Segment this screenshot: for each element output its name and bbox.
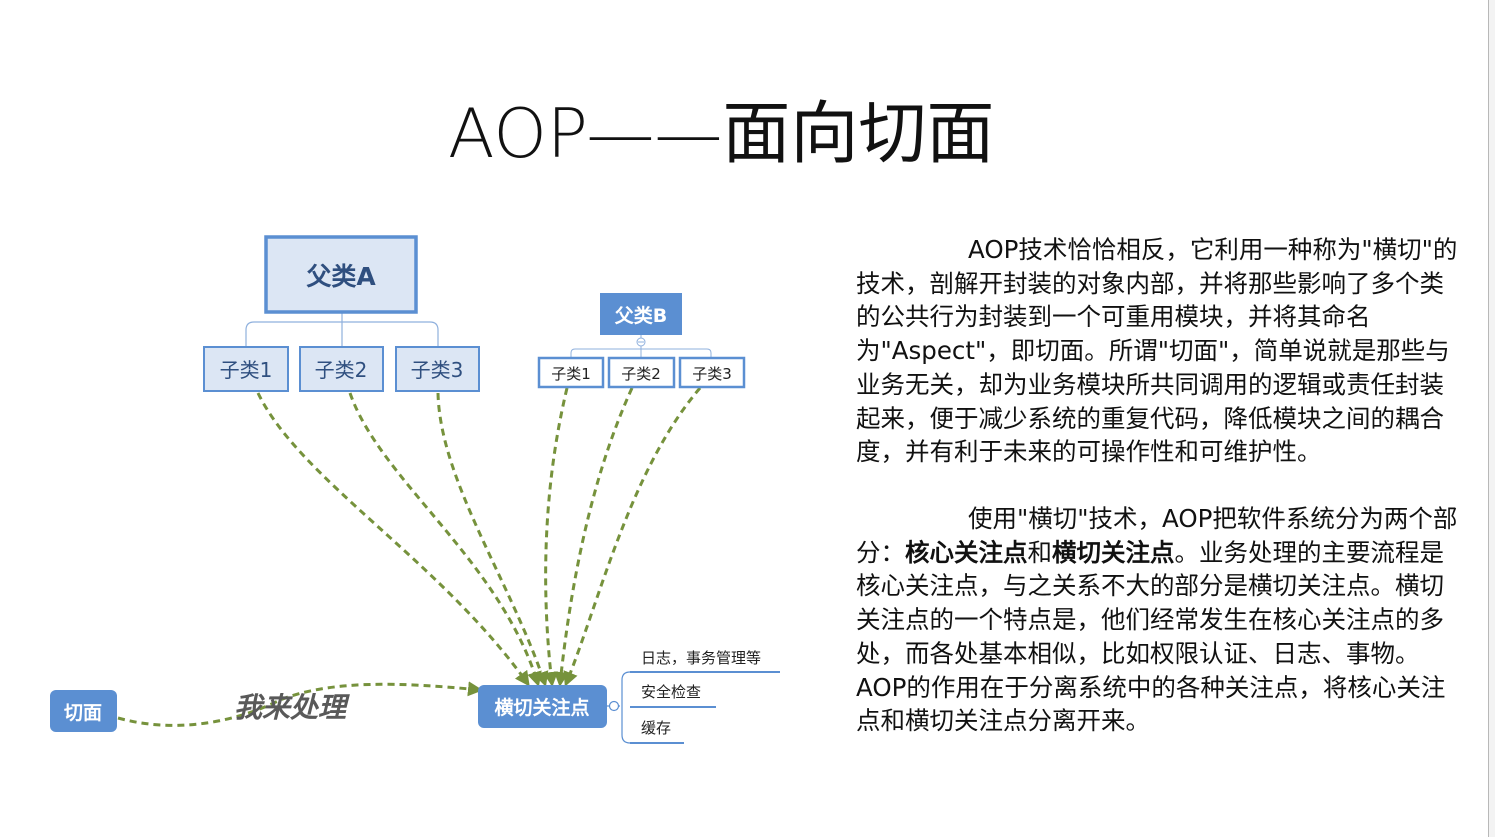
aspect-label: 切面 [64,702,102,724]
parent-b-child-1-label: 子类1 [551,365,591,383]
parent-a-node: 父类A [264,235,418,314]
crosscut-underlines [630,671,780,744]
paragraph2-text-2: 。业务处理的主要流程是核心关注点，与之关系不大的部分是横切关注点。横切关注点的一… [856,537,1446,736]
parent-b-child-3-label: 子类3 [692,365,732,383]
crosscut-item-cache: 缓存 [641,719,671,737]
parent-b-child-1: 子类1 [537,356,605,389]
parent-b-connectors [570,335,712,358]
paragraph-aop-intro: AOP技术恰恰相反，它利用一种称为"横切"的技术，剖解开封装的对象内部，并将那些… [856,235,1458,467]
crosscut-arrows [117,387,702,727]
paragraph2-conjunction: 和 [1027,537,1053,567]
slide-edge [1488,0,1495,837]
parent-b-node: 父类B [600,293,682,335]
slide-title: AOP——面向切面 [448,95,995,174]
core-concern-term: 核心关注点 [905,537,1028,567]
parent-a-child-2-label: 子类2 [315,358,368,382]
parent-a-child-1: 子类1 [203,346,289,392]
crosscut-item-logging: 日志，事务管理等 [641,649,761,667]
crosscut-label: 横切关注点 [494,696,589,719]
crosscut-connectors [607,671,631,744]
parent-b-label: 父类B [614,304,667,327]
parent-a-child-3: 子类3 [395,346,480,392]
aop-mindmap-diagram: 父类A 子类1 子类2 子类3 父类B 子类1 子类2 子类3 切面 我来处理 [50,235,780,744]
crosscut-concern-term: 横切关注点 [1052,537,1175,567]
parent-a-child-2: 子类2 [299,346,384,392]
aspect-node: 切面 [50,690,117,732]
crosscut-node: 横切关注点 [478,685,607,728]
crosscut-item-security: 安全检查 [641,683,701,701]
paragraph2-text-1: 使用"横切"技术，AOP把软件系统分为两个部分： [856,504,1458,567]
parent-b-child-3: 子类3 [678,356,746,389]
parent-a-label: 父类A [306,262,376,291]
parent-b-child-2: 子类2 [607,356,676,389]
parent-b-child-2-label: 子类2 [621,365,661,383]
handler-label: 我来处理 [234,691,350,724]
paragraph-aop-concerns: 使用"横切"技术，AOP把软件系统分为两个部分：核心关注点和横切关注点。业务处理… [856,502,1466,738]
parent-a-child-1-label: 子类1 [220,358,273,382]
parent-a-child-3-label: 子类3 [411,358,464,382]
parent-a-connectors [245,312,439,346]
